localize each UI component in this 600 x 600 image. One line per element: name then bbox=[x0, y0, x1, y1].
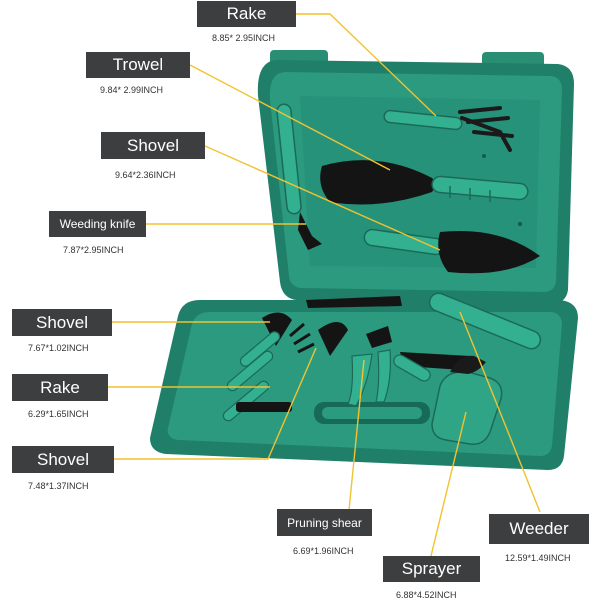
rake-large-tool bbox=[383, 106, 514, 152]
callout-label-rake-large: Rake bbox=[197, 1, 296, 27]
pruning-shear-tool bbox=[347, 326, 392, 407]
weeding-knife-blade bbox=[298, 212, 322, 250]
base-handle-slot-inner bbox=[322, 407, 422, 419]
callout-label-weeding-knife: Weeding knife bbox=[49, 211, 146, 237]
leader-weeder bbox=[459, 311, 541, 513]
callout-size-sprayer: 6.88*4.52INCH bbox=[396, 590, 457, 600]
callout-label-shovel-large: Shovel bbox=[101, 132, 205, 159]
callout-size-weeder: 12.59*1.49INCH bbox=[505, 553, 571, 563]
leader-shovel-large bbox=[204, 145, 441, 251]
trowel-blade bbox=[320, 160, 435, 205]
weeder-head bbox=[306, 296, 402, 308]
leader-rake-large bbox=[296, 13, 437, 117]
shovel-large-blade bbox=[438, 231, 540, 274]
sprayer-tool bbox=[431, 355, 503, 445]
rake-small-head bbox=[289, 322, 315, 354]
rake-large-handle bbox=[383, 109, 463, 131]
leader-pruning-shear bbox=[348, 359, 365, 511]
lid-rivet bbox=[482, 154, 486, 158]
callout-label-rake-small: Rake bbox=[12, 374, 108, 401]
callout-size-pruning-shear: 6.69*1.96INCH bbox=[293, 546, 354, 556]
callout-leader-lines bbox=[108, 13, 541, 557]
hand-claw-tool bbox=[393, 352, 470, 382]
shovel-small-2-head bbox=[318, 322, 348, 356]
weeder-tool bbox=[306, 292, 542, 350]
leader-trowel bbox=[189, 64, 391, 171]
callout-size-rake-small: 6.29*1.65INCH bbox=[28, 409, 89, 419]
weeder-handle bbox=[428, 292, 542, 350]
small-tool-feet bbox=[236, 402, 292, 412]
callout-size-weeding-knife: 7.87*2.95INCH bbox=[63, 245, 124, 255]
callout-size-rake-large: 8.85* 2.95INCH bbox=[212, 33, 276, 43]
hand-claw-handle bbox=[393, 354, 431, 382]
rake-large-head bbox=[458, 106, 514, 152]
lid-rivet bbox=[518, 222, 522, 226]
callout-size-shovel-large: 9.64*2.36INCH bbox=[115, 170, 176, 180]
callout-label-trowel: Trowel bbox=[86, 52, 190, 78]
callout-label-shovel-small-2: Shovel bbox=[12, 446, 114, 473]
pruning-shear-blades bbox=[366, 326, 392, 348]
callout-size-trowel: 9.84* 2.99INCH bbox=[100, 85, 164, 95]
callout-label-shovel-small-1: Shovel bbox=[12, 309, 112, 336]
trowel-handle bbox=[431, 175, 529, 201]
leader-shovel-small-2 bbox=[114, 347, 317, 460]
callout-label-weeder: Weeder bbox=[489, 514, 589, 544]
sprayer-trigger bbox=[450, 355, 486, 374]
callout-label-pruning-shear: Pruning shear bbox=[277, 509, 372, 536]
trowel-tool bbox=[320, 160, 529, 205]
small-tools bbox=[222, 312, 348, 422]
leader-sprayer bbox=[430, 411, 467, 557]
callout-label-sprayer: Sprayer bbox=[383, 556, 480, 582]
shovel-small-1-head bbox=[262, 312, 292, 346]
callout-size-shovel-small-2: 7.48*1.37INCH bbox=[28, 481, 89, 491]
pruning-shear-handles bbox=[347, 349, 391, 407]
rake-small-handle bbox=[226, 350, 274, 392]
shovel-large-tool bbox=[363, 228, 540, 274]
callout-size-shovel-small-1: 7.67*1.02INCH bbox=[28, 343, 89, 353]
